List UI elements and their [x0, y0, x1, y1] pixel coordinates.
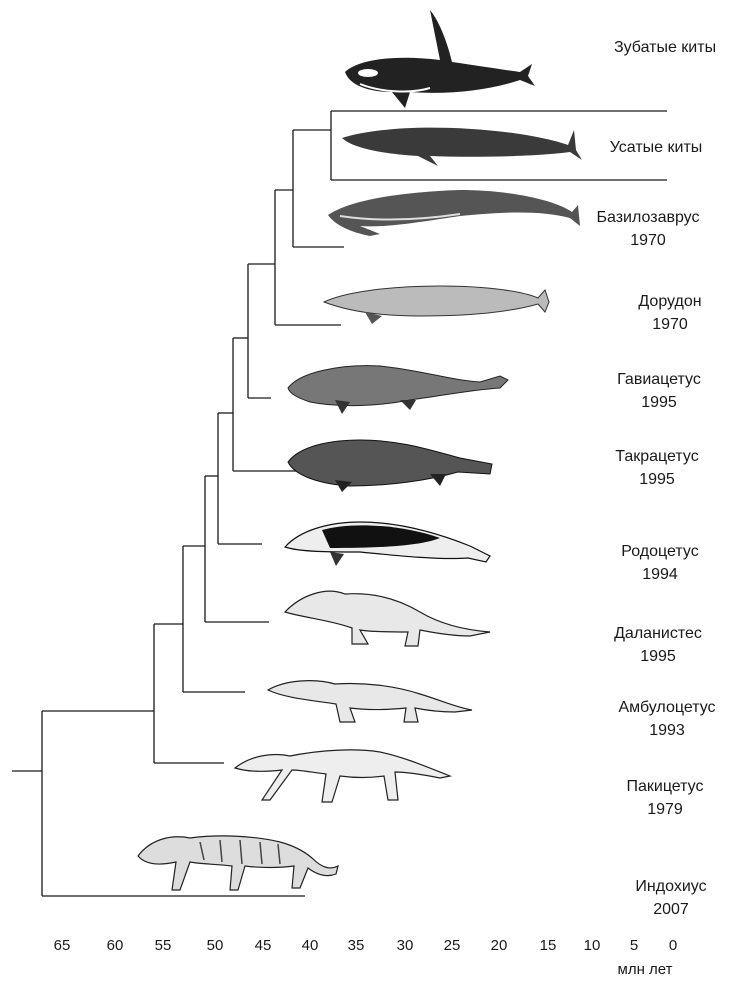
taxon-year: 1995 — [589, 391, 729, 414]
taxon-name: Базилозаврус — [578, 206, 718, 229]
tick-label: 0 — [658, 937, 688, 954]
taxon-label-takracetus: Такрацетус 1995 — [587, 445, 727, 491]
taxon-year: 1995 — [587, 468, 727, 491]
taxon-label-toothed-whales: Зубатые киты — [595, 36, 729, 59]
tick-label: 50 — [200, 937, 230, 954]
taxon-year: 1995 — [588, 645, 728, 668]
taxon-name: Родоцетус — [590, 540, 729, 563]
taxon-year: 2007 — [601, 898, 729, 921]
taxon-label-dalanistes: Даланистес 1995 — [588, 622, 728, 668]
rodhocetus-icon — [285, 522, 490, 566]
tick-label: 35 — [341, 937, 371, 954]
tick-label: 10 — [577, 937, 607, 954]
tick-label: 60 — [100, 937, 130, 954]
axis-unit: млн лет — [605, 961, 685, 978]
taxon-name: Усатые киты — [586, 136, 726, 159]
tick-label: 20 — [484, 937, 514, 954]
tick-label: 65 — [47, 937, 77, 954]
taxon-name: Зубатые киты — [595, 36, 729, 59]
taxon-name: Дорудон — [600, 290, 729, 313]
tick-label: 15 — [533, 937, 563, 954]
tick-label: 30 — [390, 937, 420, 954]
pakicetus-icon — [235, 750, 450, 802]
taxon-label-dorudon: Дорудон 1970 — [600, 290, 729, 336]
orca-icon — [345, 10, 535, 108]
ambulocetus-icon — [268, 681, 472, 722]
taxon-label-basilosaurus: Базилозаврус 1970 — [578, 206, 718, 252]
taxon-name: Гавиацетус — [589, 368, 729, 391]
taxon-name: Такрацетус — [587, 445, 727, 468]
taxon-label-gaviacetus: Гавиацетус 1995 — [589, 368, 729, 414]
taxon-label-rodhocetus: Родоцетус 1994 — [590, 540, 729, 586]
taxon-name: Даланистес — [588, 622, 728, 645]
tick-label: 5 — [619, 937, 649, 954]
taxon-year: 1994 — [590, 563, 729, 586]
taxon-year: 1979 — [595, 798, 729, 821]
gaviacetus-icon — [288, 366, 508, 414]
taxon-label-baleen-whales: Усатые киты — [586, 136, 726, 159]
taxon-name: Индохиус — [601, 875, 729, 898]
dorudon-icon — [324, 286, 549, 324]
indohyus-icon — [138, 836, 338, 890]
taxon-name: Пакицетус — [595, 775, 729, 798]
basilosaurus-icon — [328, 190, 580, 236]
taxon-label-pakicetus: Пакицетус 1979 — [595, 775, 729, 821]
dalanistes-icon — [285, 591, 490, 646]
tick-label: 45 — [248, 937, 278, 954]
takracetus-icon — [288, 440, 492, 492]
baleen-whale-icon — [342, 128, 582, 166]
taxon-name: Амбулоцетус — [597, 696, 729, 719]
taxon-year: 1970 — [578, 229, 718, 252]
tick-label: 40 — [295, 937, 325, 954]
taxon-year: 1970 — [600, 313, 729, 336]
tick-label: 25 — [437, 937, 467, 954]
taxon-label-indohyus: Индохиус 2007 — [601, 875, 729, 921]
taxon-label-ambulocetus: Амбулоцетус 1993 — [597, 696, 729, 742]
taxon-year: 1993 — [597, 719, 729, 742]
tick-label: 55 — [148, 937, 178, 954]
